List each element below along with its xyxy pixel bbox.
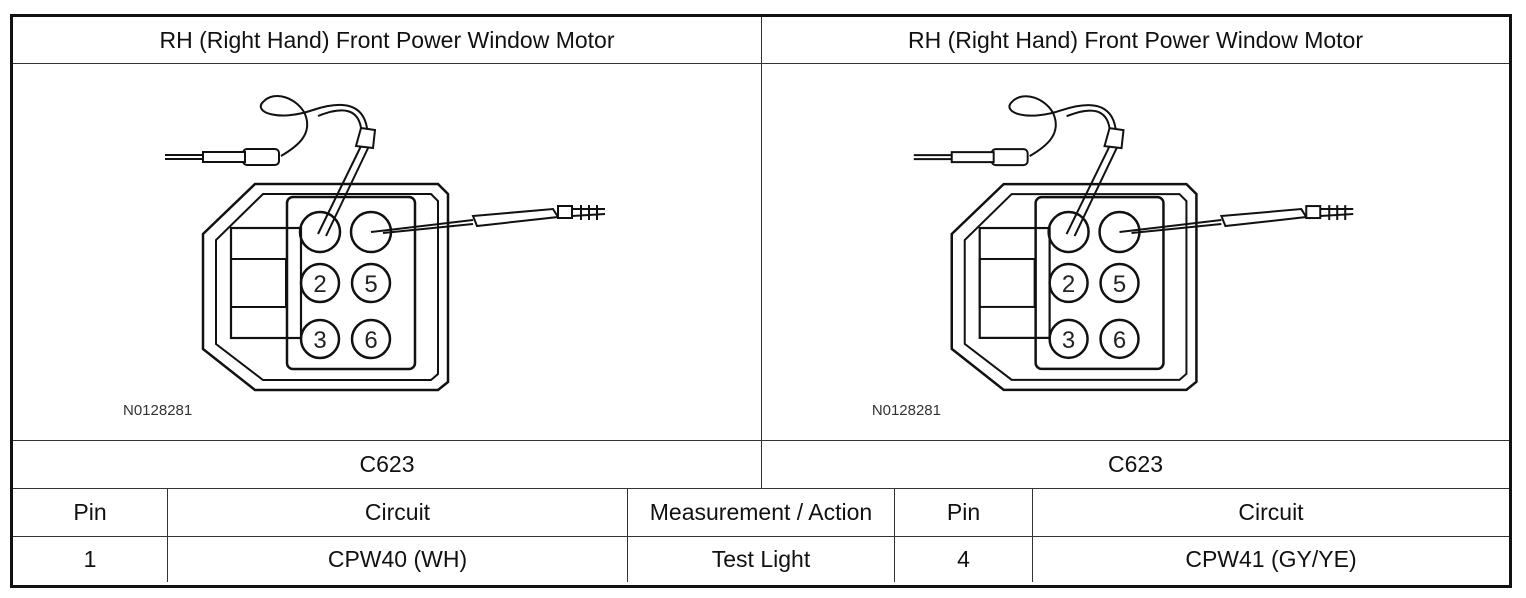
divider xyxy=(13,488,1509,489)
divider xyxy=(1032,488,1033,582)
header-pin-left: Pin xyxy=(73,499,107,525)
divider xyxy=(761,17,762,488)
cell-circuit-right: CPW41 (GY/YE) xyxy=(1185,546,1357,572)
jumper-probe-icon xyxy=(1119,205,1354,235)
figure-code-left: N0128281 xyxy=(123,402,192,419)
test-light-probe-icon xyxy=(165,95,377,237)
header-pin-right: Pin xyxy=(946,499,981,525)
pin-label-5: 5 xyxy=(1113,271,1126,298)
cell-pin-left: 1 xyxy=(83,546,97,572)
header-measurement-action: Measurement / Action xyxy=(649,499,873,525)
pin-label-3: 3 xyxy=(1062,327,1075,354)
connector-label-right: C623 xyxy=(1108,451,1163,477)
cell-circuit-left: CPW40 (WH) xyxy=(327,546,468,572)
panel-title-right: RH (Right Hand) Front Power Window Motor xyxy=(907,26,1364,53)
divider xyxy=(627,488,628,582)
figure-code-right: N0128281 xyxy=(872,402,941,419)
header-circuit-left: Circuit xyxy=(364,499,431,525)
pin-label-6: 6 xyxy=(364,327,377,354)
pinpoint-test-table xyxy=(10,14,1512,588)
header-circuit-right: Circuit xyxy=(1238,499,1304,525)
connector-diagram-left: 2 5 3 6 N0128281 xyxy=(123,95,606,419)
divider xyxy=(13,536,1509,537)
cell-measurement-action: Test Light xyxy=(711,546,811,572)
pin-label-6: 6 xyxy=(1113,327,1126,354)
pin-label-2: 2 xyxy=(313,271,326,298)
jumper-probe-icon xyxy=(370,205,606,234)
panel-title-left: RH (Right Hand) Front Power Window Motor xyxy=(159,26,615,53)
divider xyxy=(894,488,895,582)
pin-label-3: 3 xyxy=(313,327,326,354)
connector-c623-face-icon xyxy=(201,182,450,392)
connector-diagram-right: 2 5 3 6 N0128281 xyxy=(872,95,1354,419)
cell-pin-right: 4 xyxy=(957,546,970,572)
connector-label-left: C623 xyxy=(359,451,415,477)
pin-label-5: 5 xyxy=(364,271,377,298)
test-light-probe-icon xyxy=(913,95,1125,237)
pin-label-2: 2 xyxy=(1062,271,1075,298)
divider xyxy=(167,488,168,582)
